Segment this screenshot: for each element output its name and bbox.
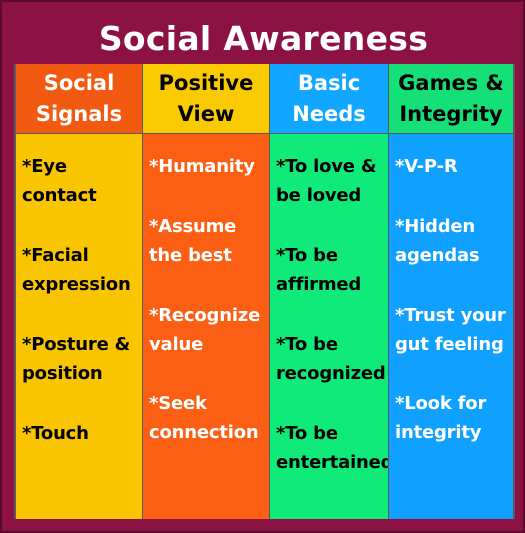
list-item: *Facial expression (22, 245, 131, 295)
column-header-basic-needs: Basic Needs (270, 64, 388, 134)
column-basic-needs: Basic Needs *To love & be loved *To be a… (269, 64, 394, 519)
list-item: *To love & be loved (276, 156, 377, 206)
list-item: *Hidden agendas (395, 216, 480, 266)
list-item: *Assume the best (149, 216, 237, 266)
column-social-signals: Social Signals *Eye contact *Facial expr… (14, 64, 142, 519)
column-header-positive-view: Positive View (143, 64, 269, 134)
column-body: *Humanity *Assume the best *Recognize va… (143, 135, 269, 519)
list-item: *Humanity (149, 156, 255, 177)
column-header-label: Positive View (158, 70, 254, 126)
list-item: *Touch (22, 423, 89, 444)
list-item: *Seek connection (149, 393, 259, 443)
column-games-integrity: Games & Integrity *V-P-R *Hidden agendas… (388, 64, 515, 519)
page-title: Social Awareness (98, 19, 429, 58)
column-header-label: Basic Needs (292, 70, 366, 126)
column-header-label: Social Signals (35, 70, 123, 126)
column-header-games-integrity: Games & Integrity (389, 64, 513, 134)
column-body: *V-P-R *Hidden agendas *Trust your gut f… (389, 135, 513, 519)
list-item: *Trust your gut feeling (395, 305, 506, 355)
column-positive-view: Positive View *Humanity *Assume the best… (142, 64, 269, 519)
list-item: *Posture & position (22, 334, 131, 384)
column-header-social-signals: Social Signals (16, 64, 142, 134)
column-body: *Eye contact *Facial expression *Posture… (16, 135, 142, 519)
list-item: *Eye contact (22, 156, 97, 206)
list-item: *To be affirmed (276, 245, 362, 295)
list-item: *Look for integrity (395, 393, 487, 443)
column-header-label: Games & Integrity (398, 70, 504, 126)
list-item: *Recognize value (149, 305, 261, 355)
list-item: *To be recognized (276, 334, 386, 384)
list-item: *V-P-R (395, 156, 458, 177)
list-item: *To be entertained (276, 423, 394, 473)
column-body: *To love & be loved *To be affirmed *To … (270, 135, 394, 519)
